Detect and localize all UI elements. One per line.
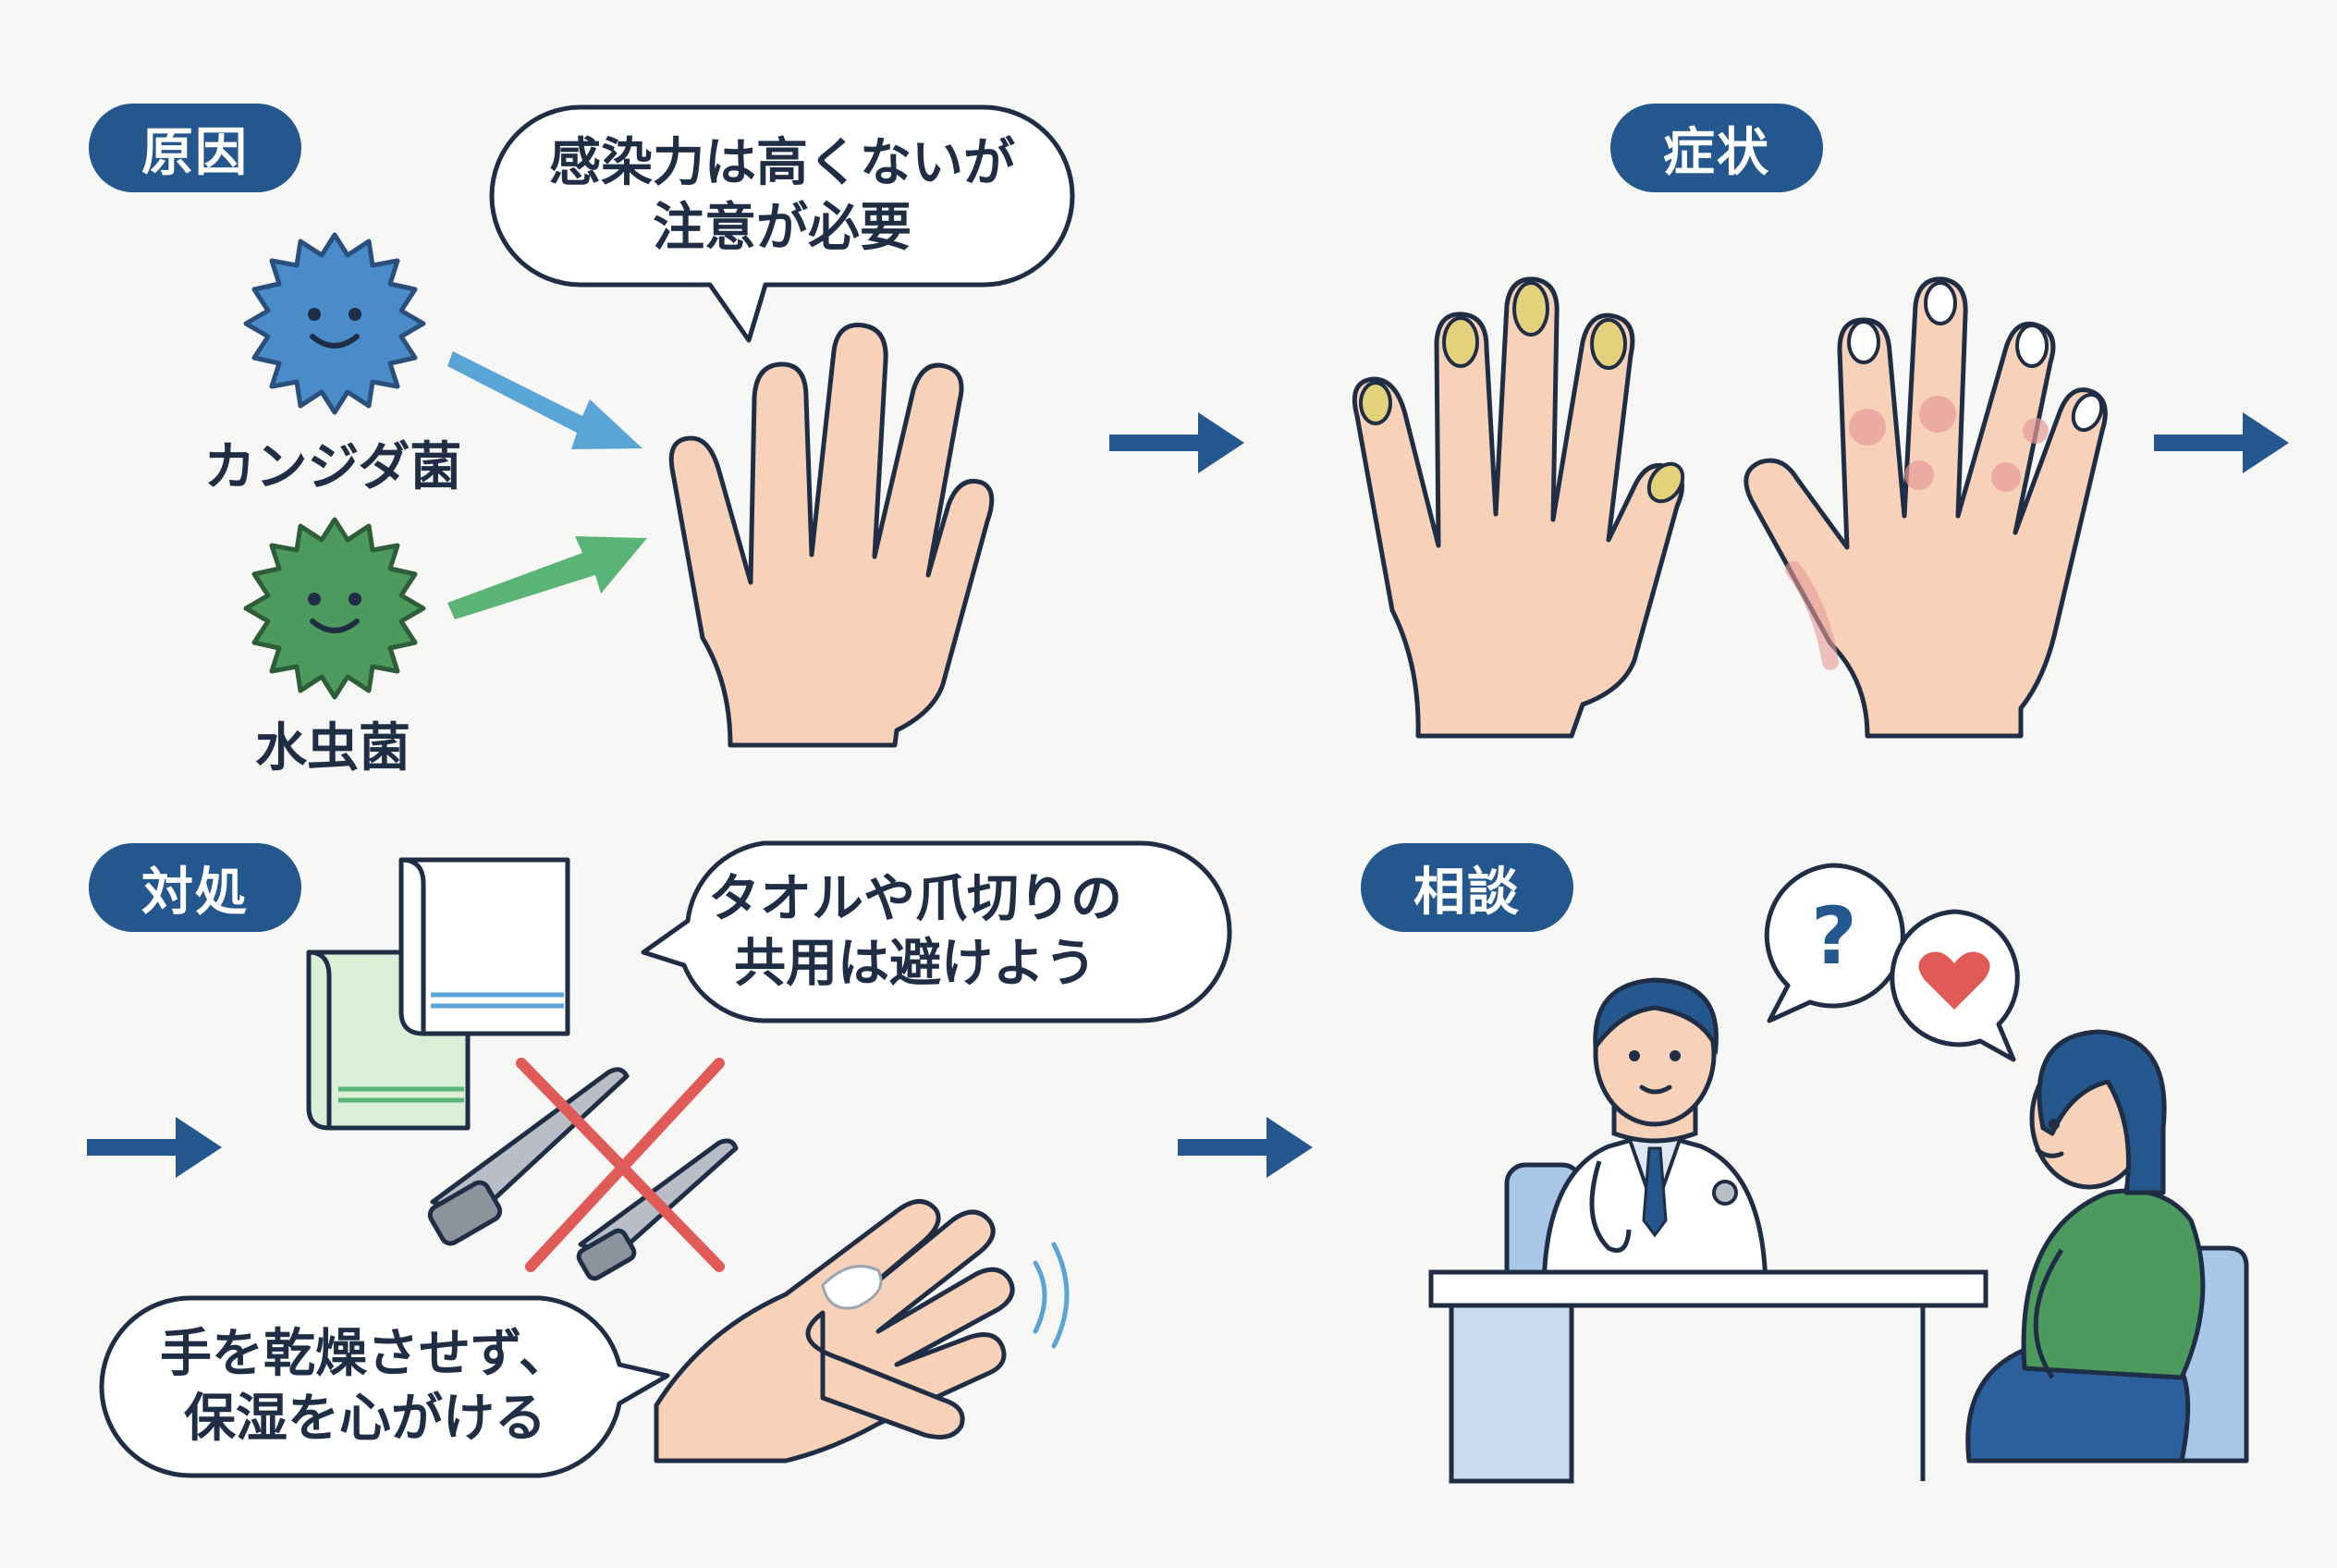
care-bubble1-line1: タオルや爪切りの bbox=[708, 869, 1122, 929]
care-bubble2-line1: 手を乾燥させず、 bbox=[159, 1324, 571, 1384]
section-label-symptoms: 症状 bbox=[1610, 104, 1823, 192]
moisture-advice-speech-bubble: 手を乾燥させず、 保湿を心がける bbox=[99, 1294, 670, 1479]
section-label-cause: 原因 bbox=[89, 104, 301, 192]
flow-arrow-4 bbox=[1178, 1117, 1313, 1178]
section-label-care: 対処 bbox=[89, 843, 301, 932]
question-speech-bubble-icon: ? bbox=[1764, 863, 1905, 1023]
tinea-label: 水虫菌 bbox=[255, 718, 410, 778]
blue-infection-arrow bbox=[447, 351, 642, 449]
skin-lesion-hand-illustration bbox=[1744, 276, 2108, 739]
healthy-hand-illustration bbox=[668, 323, 995, 748]
candida-label: カンジダ菌 bbox=[203, 437, 462, 497]
tinea-fungus-icon bbox=[243, 517, 426, 700]
question-mark-glyph: ? bbox=[1811, 890, 1857, 983]
nail-clippers-prohibited-illustration bbox=[427, 1058, 739, 1281]
flow-arrow-2 bbox=[2154, 412, 2289, 473]
flow-arrow-1 bbox=[1109, 412, 1244, 473]
section-label-consult: 相談 bbox=[1361, 843, 1573, 932]
green-infection-arrow bbox=[447, 536, 647, 619]
cause-bubble-line2: 注意が必要 bbox=[653, 198, 912, 258]
flow-arrow-3 bbox=[87, 1117, 222, 1178]
candida-fungus-icon bbox=[243, 232, 426, 415]
cause-bubble-line1: 感染力は高くないが bbox=[549, 133, 1015, 193]
care-bubble1-line2: 共用は避けよう bbox=[734, 934, 1096, 994]
doctor-consultation-illustration bbox=[1428, 977, 2249, 1484]
sharing-warning-speech-bubble: タオルや爪切りの 共用は避けよう bbox=[638, 839, 1232, 1024]
care-bubble2-line2: 保湿を心がける bbox=[184, 1389, 546, 1449]
towels-illustration bbox=[306, 857, 570, 1131]
moisturizing-hand-illustration bbox=[654, 1199, 1070, 1464]
cause-speech-bubble: 感染力は高くないが 注意が必要 bbox=[488, 104, 1076, 343]
nail-infection-hand-illustration bbox=[1352, 276, 1685, 739]
heart-speech-bubble-icon bbox=[1890, 909, 2020, 1062]
